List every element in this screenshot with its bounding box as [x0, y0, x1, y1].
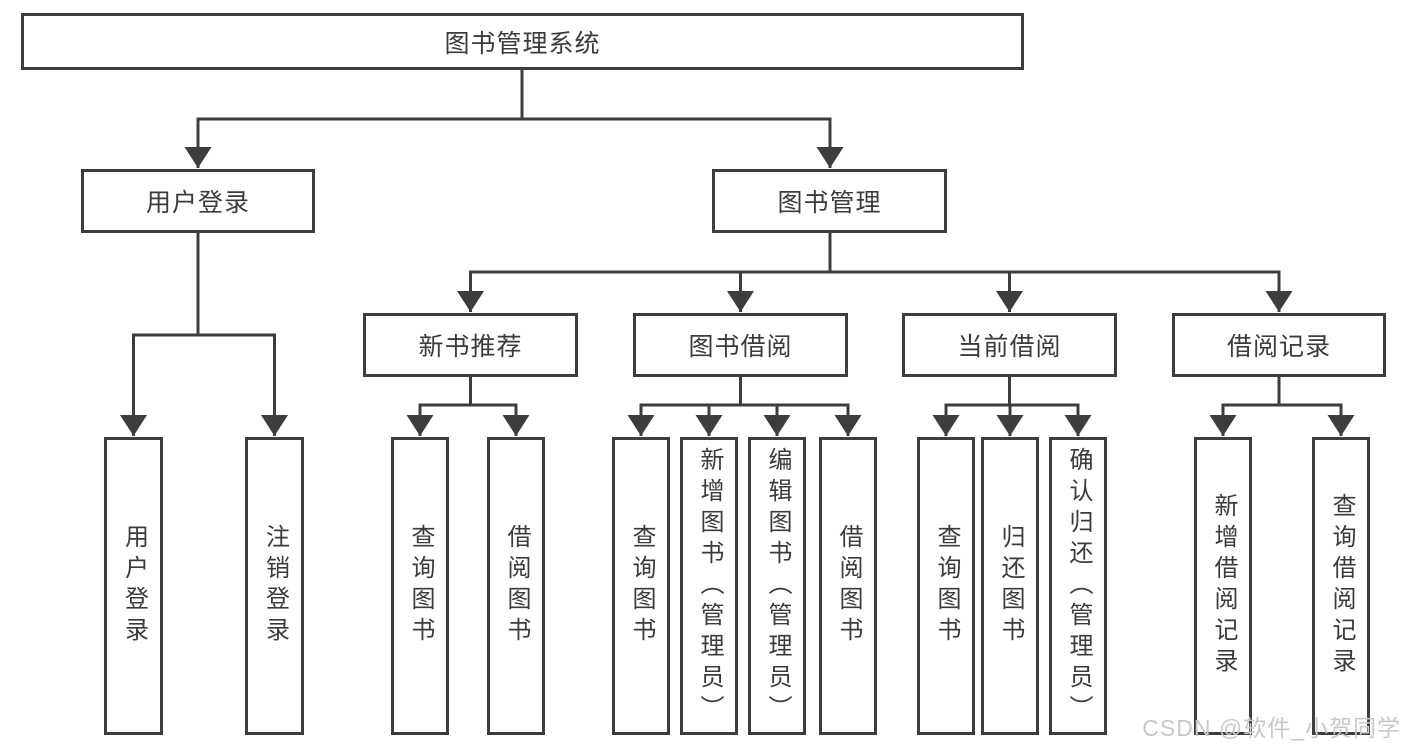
node-borrow-records: 借阅记录 — [1172, 313, 1386, 377]
leaf-return-book: 归还图书 — [981, 437, 1039, 735]
node-current-borrow: 当前借阅 — [902, 313, 1117, 377]
node-user-login: 用户登录 — [81, 169, 315, 233]
leaf-add-book-admin: 新增图书（管理员） — [680, 437, 738, 735]
leaf-add-borrow-record: 新增借阅记录 — [1194, 437, 1252, 735]
leaf-query-borrow-record: 查询借阅记录 — [1312, 437, 1370, 735]
leaf-query-books-borrow-label: 查询图书 — [628, 524, 655, 648]
leaf-edit-book-admin: 编辑图书（管理员） — [748, 437, 806, 735]
node-library-system: 图书管理系统 — [21, 13, 1024, 70]
leaf-logout-label: 注销登录 — [261, 524, 289, 648]
leaf-confirm-return-admin-label: 确认归还（管理员） — [1065, 446, 1092, 726]
leaf-borrow-books-recommend-label: 借阅图书 — [503, 524, 530, 648]
leaf-return-book-label: 归还图书 — [997, 524, 1024, 648]
leaf-user-login: 用户登录 — [104, 437, 163, 735]
node-book-management-label: 图书管理 — [777, 189, 882, 217]
leaf-query-books-current-label: 查询图书 — [933, 524, 960, 648]
leaf-user-login-label: 用户登录 — [120, 524, 148, 648]
node-new-book-recommend-label: 新书推荐 — [418, 333, 523, 361]
leaf-edit-book-admin-label: 编辑图书（管理员） — [764, 446, 791, 726]
node-book-borrow: 图书借阅 — [633, 313, 848, 377]
leaf-add-book-admin-label: 新增图书（管理员） — [696, 446, 723, 726]
node-new-book-recommend: 新书推荐 — [363, 313, 578, 377]
csdn-watermark: CSDN @软件_小贺同学 — [1142, 715, 1401, 741]
node-user-login-label: 用户登录 — [145, 189, 250, 217]
leaf-add-borrow-record-label: 新增借阅记录 — [1210, 493, 1237, 679]
leaf-query-borrow-record-label: 查询借阅记录 — [1328, 493, 1355, 679]
leaf-borrow-books-label: 借阅图书 — [835, 524, 862, 648]
leaf-logout: 注销登录 — [245, 437, 304, 735]
leaf-query-books-recommend-label: 查询图书 — [407, 524, 434, 648]
leaf-borrow-books: 借阅图书 — [819, 437, 877, 735]
leaf-confirm-return-admin: 确认归还（管理员） — [1049, 437, 1107, 735]
leaf-query-books-recommend: 查询图书 — [391, 437, 449, 735]
leaf-query-books-borrow: 查询图书 — [612, 437, 670, 735]
node-library-system-label: 图书管理系统 — [444, 29, 601, 58]
node-borrow-records-label: 借阅记录 — [1226, 333, 1331, 361]
leaf-query-books-current: 查询图书 — [917, 437, 975, 735]
node-book-management: 图书管理 — [712, 169, 947, 233]
leaf-borrow-books-recommend: 借阅图书 — [487, 437, 545, 735]
node-current-borrow-label: 当前借阅 — [957, 333, 1062, 361]
node-book-borrow-label: 图书借阅 — [688, 333, 793, 361]
